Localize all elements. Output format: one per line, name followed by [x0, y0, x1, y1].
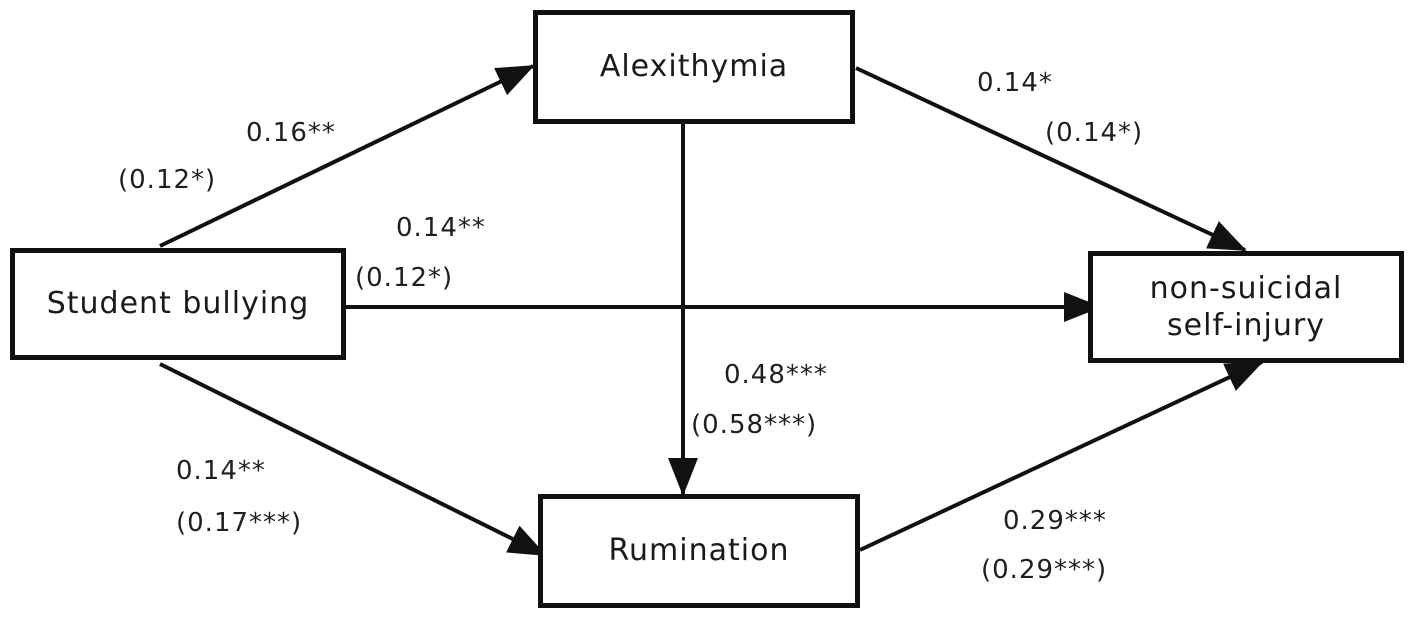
- arrow-rumination-to-nssi: [859, 360, 1264, 552]
- coef-alexithymia-to-nssi: 0.14*: [977, 68, 1053, 98]
- coef-bullying-to-alexithymia: 0.16**: [246, 118, 336, 148]
- node-rumination-label: Rumination: [608, 533, 790, 569]
- coef-alexithymia-to-rumination: 0.48***: [724, 360, 828, 390]
- node-student-bullying: Student bullying: [10, 248, 346, 360]
- coef-paren-bullying-to-alexithymia: (0.12*): [118, 165, 217, 195]
- node-nssi-label: non-suicidal self-injury: [1149, 270, 1343, 344]
- coef-paren-rumination-to-nssi: (0.29***): [981, 555, 1108, 585]
- coef-bullying-to-nssi: 0.14**: [396, 213, 486, 243]
- coef-rumination-to-nssi: 0.29***: [1003, 506, 1107, 536]
- node-alexithymia: Alexithymia: [533, 10, 855, 124]
- arrow-alexithymia-to-nssi: [855, 66, 1247, 252]
- node-alexithymia-label: Alexithymia: [599, 49, 789, 85]
- node-rumination: Rumination: [538, 494, 860, 608]
- coef-paren-bullying-to-nssi: (0.12*): [355, 263, 454, 293]
- arrow-bullying-to-rumination: [159, 362, 547, 557]
- coef-paren-alexithymia-to-nssi: (0.14*): [1045, 118, 1144, 148]
- arrow-bullying-to-alexithymia: [159, 64, 535, 248]
- coef-paren-bullying-to-rumination: (0.17***): [176, 508, 303, 538]
- coef-bullying-to-rumination: 0.14**: [176, 456, 266, 486]
- node-student-bullying-label: Student bullying: [46, 286, 310, 322]
- node-nssi: non-suicidal self-injury: [1088, 251, 1404, 363]
- coef-paren-alexithymia-to-rumination: (0.58***): [691, 410, 818, 440]
